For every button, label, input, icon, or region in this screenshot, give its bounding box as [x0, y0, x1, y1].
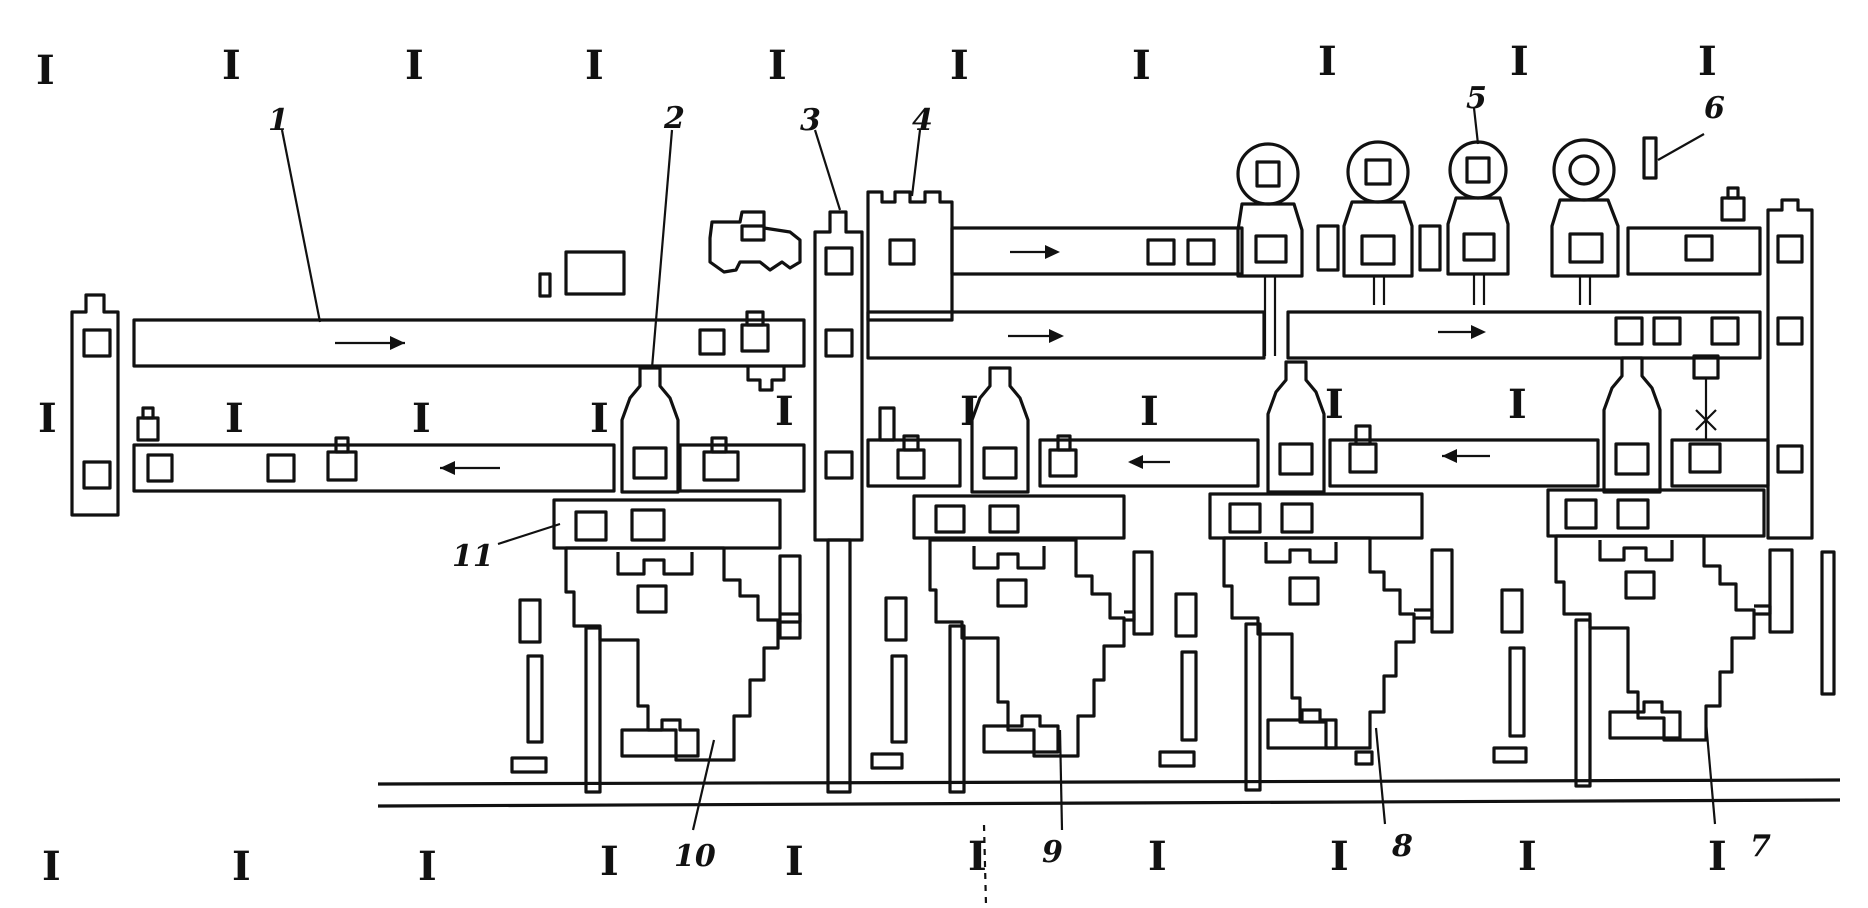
callout-2: 2 — [663, 101, 685, 136]
inspection-station — [1342, 140, 1414, 305]
inspection-station — [1550, 138, 1620, 305]
column-marker: I — [1325, 381, 1344, 428]
conveyor-return-right — [866, 406, 1770, 488]
column-marker: I — [222, 42, 241, 89]
left-transfer-unit — [70, 293, 160, 517]
column-marker: I — [1508, 381, 1527, 428]
column-marker: I — [418, 843, 437, 890]
column-marker: I — [38, 395, 57, 442]
column-marker: I — [1698, 38, 1717, 85]
column-marker: I — [775, 388, 794, 435]
column-marker: I — [1140, 388, 1159, 435]
conveyor-return — [132, 436, 806, 493]
callout-5: 5 — [1466, 81, 1487, 116]
callout-6: 6 — [1704, 91, 1725, 126]
column-marker: I — [412, 395, 431, 442]
chip-conveyor — [377, 778, 1841, 808]
column-marker: I — [42, 843, 61, 890]
column-marker: I — [1148, 833, 1167, 880]
axis-line — [982, 824, 988, 906]
loader — [1602, 356, 1662, 494]
callout-4: 4 — [912, 103, 933, 138]
loader-2 — [620, 366, 680, 494]
loader — [970, 366, 1030, 494]
control-cabinet — [564, 250, 626, 296]
tool-magazine — [912, 494, 1126, 540]
callout-7: 7 — [1750, 829, 1771, 864]
column-marker: I — [36, 47, 55, 94]
inspection-station — [1236, 142, 1304, 356]
callout-leaders — [280, 107, 1717, 831]
marker-6 — [1642, 136, 1658, 180]
machining-center-7 — [1492, 534, 1794, 788]
column-marker: I — [1510, 38, 1529, 85]
column-marker: I — [968, 833, 987, 880]
callout-9: 9 — [1042, 835, 1063, 870]
column-marker: I — [405, 42, 424, 89]
column-marker: I — [600, 838, 619, 885]
column-marker: I — [590, 395, 609, 442]
column-marker: I — [1708, 833, 1727, 880]
machining-center-9 — [870, 538, 1154, 794]
column-marker: I — [1132, 42, 1151, 89]
transfer-column-3 — [813, 210, 864, 794]
conveyor-1 — [132, 310, 806, 392]
column-marker: I — [1330, 833, 1349, 880]
callout-3: 3 — [800, 103, 821, 138]
tool-magazine — [1208, 492, 1424, 540]
machining-center-8 — [1158, 536, 1454, 792]
lifter — [1692, 354, 1720, 440]
column-markers-top: I I I I I I I I I I — [36, 38, 1717, 94]
right-transfer-unit — [1766, 198, 1836, 696]
column-markers-middle: I I I I I I I I I — [38, 381, 1527, 442]
small-block — [538, 272, 552, 298]
tool-magazine-11 — [552, 498, 782, 550]
cart — [708, 210, 802, 274]
loader-4 — [866, 190, 954, 322]
column-markers-bottom: I I I I I I I I I I — [42, 833, 1727, 890]
callout-8: 8 — [1391, 829, 1413, 864]
loader — [1266, 360, 1326, 494]
column-marker: I — [1518, 833, 1537, 880]
callout-labels: 1 2 3 4 5 6 7 8 9 10 11 — [268, 81, 1771, 874]
callout-10: 10 — [674, 839, 716, 874]
column-marker: I — [225, 395, 244, 442]
machining-center-10 — [510, 546, 802, 794]
column-marker: I — [950, 42, 969, 89]
inspection-station — [1446, 140, 1510, 305]
callout-1: 1 — [268, 103, 289, 138]
column-marker: I — [768, 42, 787, 89]
conveyor-upper — [950, 186, 1762, 276]
column-marker: I — [785, 838, 804, 885]
tool-magazine — [1546, 488, 1766, 538]
conveyor-middle — [866, 310, 1762, 360]
column-marker: I — [1318, 38, 1337, 85]
callout-11: 11 — [452, 539, 494, 574]
column-marker: I — [585, 42, 604, 89]
column-marker: I — [232, 843, 251, 890]
